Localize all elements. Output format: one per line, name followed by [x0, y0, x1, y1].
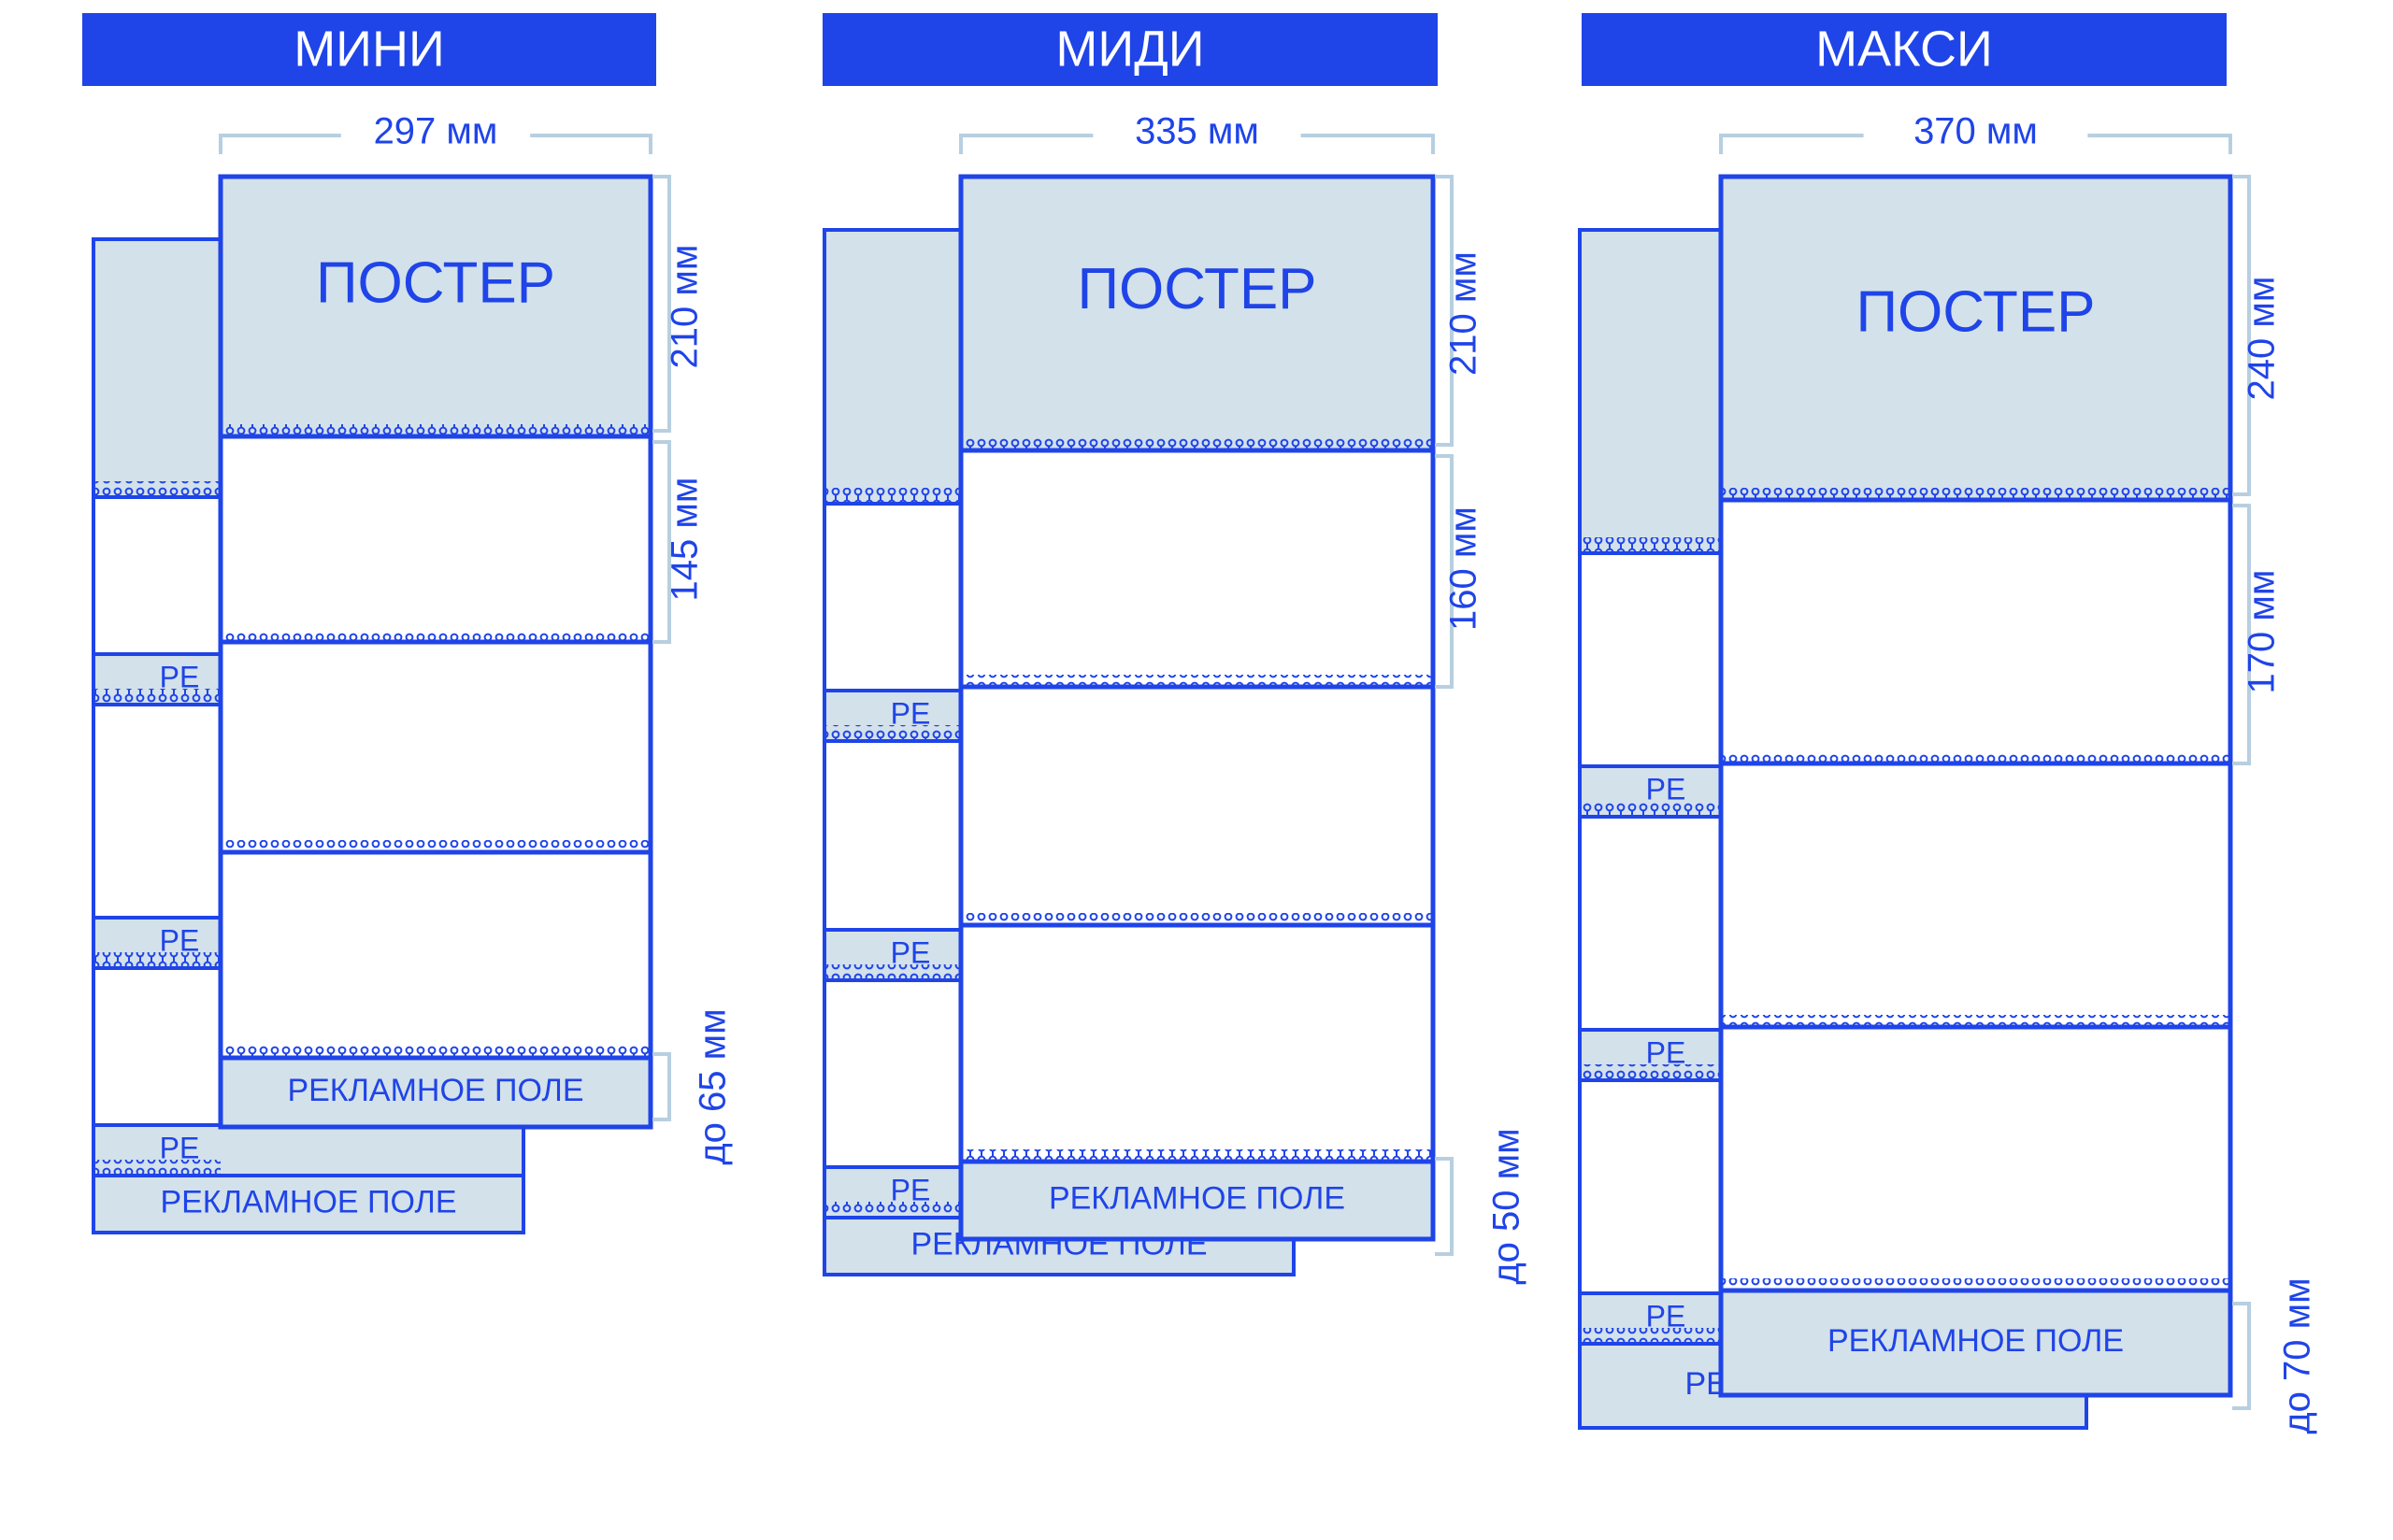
poster-label: ПОСТЕР — [1077, 257, 1316, 321]
ad-height-label: до 50 мм — [1486, 1128, 1527, 1284]
front-ad-field — [218, 1055, 653, 1130]
back-peek-ad-label: РЕ — [1646, 772, 1686, 806]
variant-panel-0: МИНИ РЕ РЕ РЕ РЕКЛАМНОЕ ПОЛЕ ПОСТЕР РЕКЛАМНОЕ … — [82, 13, 734, 1234]
width-dimension-bracket — [959, 134, 1435, 154]
poster-label: ПОСТЕР — [316, 250, 555, 315]
ad-field-label: РЕКЛАМНОЕ ПОЛЕ — [1827, 1323, 2124, 1359]
back-poster — [823, 228, 972, 506]
width-dimension-label: 370 мм — [1913, 111, 2038, 152]
ad-field-label: РЕКЛАМНОЕ ПОЛЕ — [287, 1073, 583, 1108]
back-peek-ad-label: РЕ — [160, 1131, 200, 1164]
width-dimension-bracket — [1719, 134, 2232, 154]
ad-height-label: до 70 мм — [2277, 1277, 2318, 1433]
poster-height-label: 210 мм — [1443, 251, 1484, 376]
ad-height-bracket — [1435, 1157, 1454, 1256]
block-height-label: 170 мм — [2242, 570, 2283, 694]
front-month-page — [218, 849, 653, 1061]
width-dimension-label: 297 мм — [374, 111, 498, 152]
poster-height-bracket — [1435, 175, 1454, 447]
ad-field-label: РЕКЛАМНОЕ ПОЛЕ — [1049, 1180, 1345, 1216]
variant-title: МАКСИ — [1815, 21, 1993, 77]
front-ad-field — [958, 1159, 1436, 1242]
poster-height-bracket — [652, 175, 671, 433]
poster-label: ПОСТЕР — [1856, 280, 2095, 345]
back-poster — [1578, 228, 1732, 555]
back-peek-ad-label: РЕ — [160, 660, 200, 693]
variant-header-bar — [1582, 13, 2227, 86]
ad-height-bracket — [652, 1052, 671, 1121]
front-poster — [1718, 174, 2233, 503]
front-month-page — [1718, 497, 2233, 766]
front-month-page — [1718, 761, 2233, 1030]
back-poster — [92, 237, 232, 499]
front-ad-field — [1718, 1288, 2233, 1398]
back-peek-ad-label: РЕ — [891, 696, 931, 730]
back-ad-field — [92, 1174, 525, 1234]
variant-title: МИНИ — [294, 21, 445, 77]
width-dimension-label: 335 мм — [1135, 111, 1259, 152]
poster-height-label: 240 мм — [2242, 277, 2283, 401]
back-peek-ad-label: РЕ — [1646, 1035, 1686, 1069]
front-month-page — [958, 684, 1436, 928]
back-peek-ad-label: РЕ — [160, 923, 200, 957]
block-height-label: 145 мм — [665, 478, 706, 602]
back-peek-ad-label: РЕ — [891, 935, 931, 969]
back-ad-label: РЕКЛАМНОЕ ПОЛЕ — [160, 1184, 456, 1219]
variant-title: МИДИ — [1055, 21, 1204, 77]
block-height-bracket — [1435, 454, 1454, 689]
ad-height-label: до 65 мм — [693, 1008, 734, 1164]
front-month-page — [218, 639, 653, 855]
variant-panel-2: МАКСИРЕРЕРЕРЕКЛАМНОЕ ПОЛЕПОСТЕРРЕКЛАМНОЕ… — [1578, 13, 2318, 1434]
width-dimension-bracket — [219, 134, 652, 154]
block-height-label: 160 мм — [1443, 506, 1484, 631]
front-month-page — [1718, 1024, 2233, 1293]
front-poster — [218, 174, 653, 439]
variant-header-bar — [82, 13, 656, 86]
poster-height-label: 210 мм — [665, 245, 706, 369]
back-peek-ad-label: РЕ — [891, 1173, 931, 1206]
poster-height-bracket — [2232, 175, 2251, 496]
ad-height-bracket — [2232, 1302, 2251, 1410]
front-month-page — [218, 434, 653, 645]
variant-header-bar — [823, 13, 1438, 86]
front-month-page — [958, 448, 1436, 690]
front-month-page — [958, 922, 1436, 1164]
back-peek-ad-label: РЕ — [1646, 1299, 1686, 1333]
block-height-bracket — [2232, 504, 2251, 765]
block-height-bracket — [652, 440, 671, 644]
